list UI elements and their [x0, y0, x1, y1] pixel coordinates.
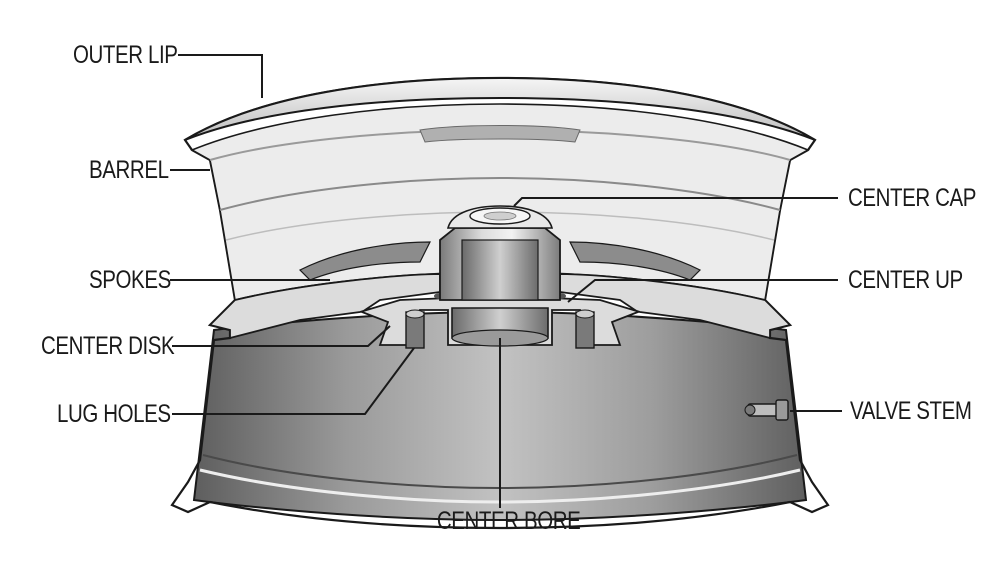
center-up-label: CENTER UP — [848, 266, 963, 294]
lug-hole-top — [405, 309, 425, 319]
spokes-label: SPOKES — [89, 266, 171, 294]
spoke-window — [298, 241, 431, 281]
center-bore-label: CENTER BORE — [436, 507, 581, 535]
leader-outer-lip — [178, 54, 263, 98]
leader-center-cap — [513, 197, 838, 207]
spoke-window — [569, 241, 702, 281]
outer-lip-band — [184, 76, 816, 141]
leader-center-up — [567, 279, 838, 303]
center-cap-emblem — [483, 211, 517, 221]
lug-hole-top — [575, 309, 595, 319]
leader-lug-holes — [172, 347, 415, 415]
lug-holes-label: LUG HOLES — [57, 400, 171, 428]
center-disk-label: CENTER DISK — [41, 332, 175, 360]
spoke-window — [419, 125, 581, 143]
barrel-ring — [219, 176, 781, 211]
leader-center-disk — [172, 325, 391, 347]
outer-lip-label: OUTER LIP — [73, 41, 178, 69]
barrel-label: BARREL — [89, 156, 169, 184]
valve-stem-graphic — [744, 399, 789, 421]
valve-stem-label: VALVE STEM — [850, 397, 972, 425]
hub-inner — [461, 239, 539, 301]
center-cap-label: CENTER CAP — [848, 184, 977, 212]
